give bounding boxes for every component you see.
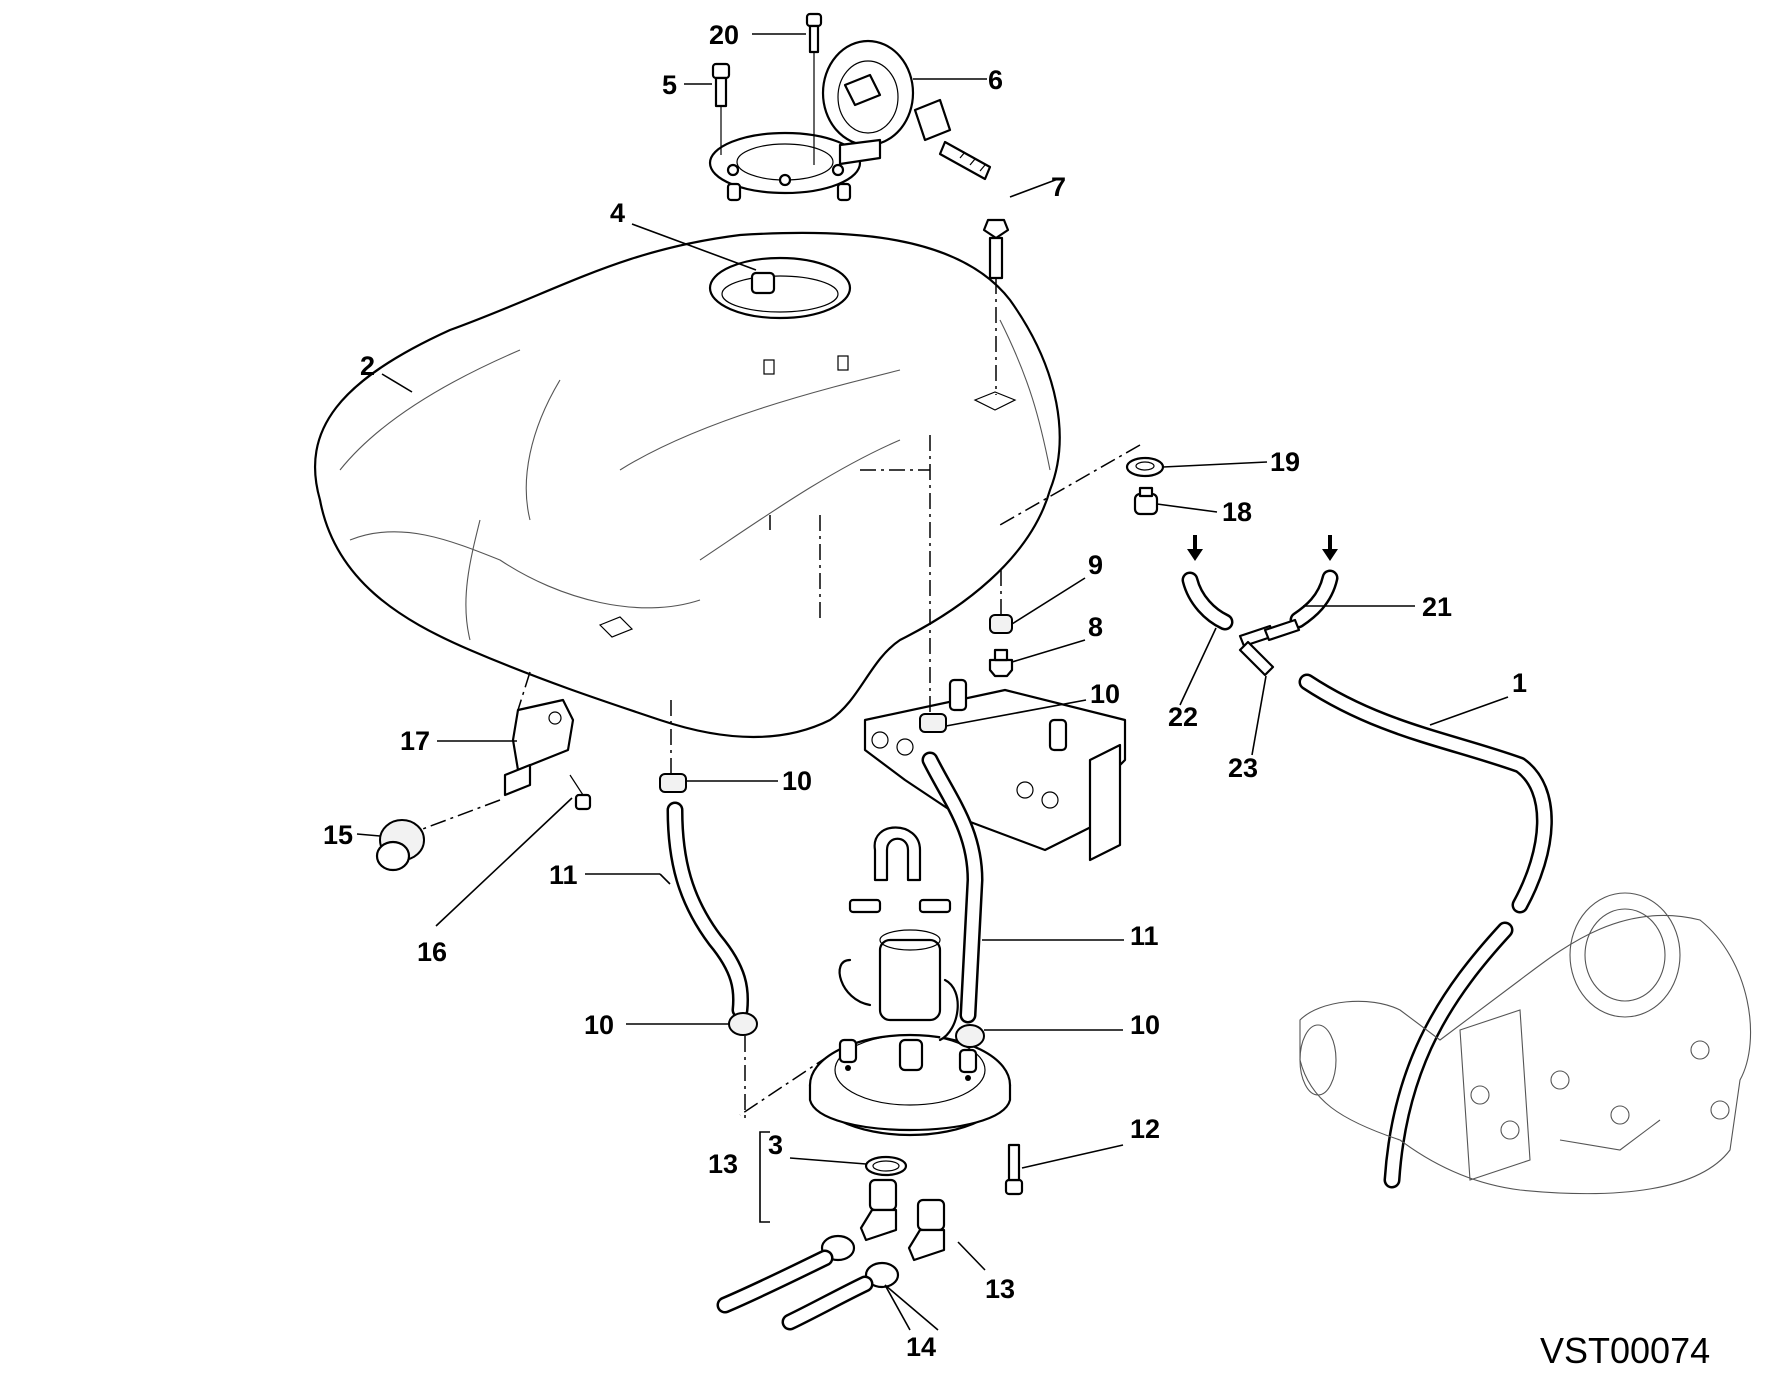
callout-10: 10 (584, 1010, 614, 1040)
hose-clamp-14 (820, 1234, 900, 1289)
callouts: 20 5 6 7 4 2 19 18 9 21 8 10 22 23 1 17 … (323, 20, 1710, 1371)
washer-19 (1125, 456, 1165, 478)
callout-10: 10 (1090, 679, 1120, 709)
callout-6: 6 (988, 65, 1003, 95)
fuel-cap-assembly (708, 39, 992, 202)
callout-7: 7 (1051, 172, 1066, 202)
callout-2: 2 (360, 351, 375, 381)
arrow-down-icon (1322, 535, 1338, 561)
collar-8 (988, 648, 1014, 678)
callout-18: 18 (1222, 497, 1252, 527)
breather-hose-1 (1298, 673, 1553, 1189)
callout-4: 4 (610, 198, 625, 228)
leader-lines (356, 33, 1509, 1331)
fuel-hose-11-left (666, 801, 750, 1019)
engine-cover (1299, 892, 1751, 1195)
callout-15: 15 (323, 820, 353, 850)
callout-10: 10 (1130, 1010, 1160, 1040)
screw-12 (1004, 1143, 1024, 1196)
callout-23: 23 (1228, 753, 1258, 783)
mount-bracket-17 (419, 671, 575, 831)
callout-20: 20 (709, 20, 739, 50)
callout-3: 3 (768, 1130, 783, 1160)
callout-11: 11 (549, 860, 578, 890)
callout-11: 11 (1130, 921, 1159, 951)
fuel-hose-11-right (921, 751, 984, 1024)
elbow-fitting-13-left (859, 1178, 898, 1242)
callout-10: 10 (782, 766, 812, 796)
fuel-pump-assembly (808, 826, 1012, 1137)
callout-12: 12 (1130, 1114, 1160, 1144)
callout-13: 13 (985, 1274, 1015, 1304)
grommet-10-b (919, 713, 947, 733)
callout-22: 22 (1168, 702, 1198, 732)
vent-hose-21 (1289, 569, 1339, 629)
arrow-down-icon (1187, 535, 1203, 561)
callout-14: 14 (906, 1332, 936, 1362)
grommet-10-a (659, 773, 687, 793)
callout-8: 8 (1088, 612, 1103, 642)
rubber-bushing-15 (375, 819, 425, 872)
vent-hose-22 (1181, 571, 1234, 631)
grommet-10-d (955, 1024, 985, 1048)
fuel-line-hoses (716, 1249, 874, 1331)
plug-18 (1133, 486, 1159, 516)
tee-connector-23 (1238, 618, 1301, 677)
callout-17: 17 (400, 726, 430, 756)
fuel-tank (313, 231, 1061, 738)
bolt-16 (569, 774, 592, 811)
callout-21: 21 (1422, 592, 1452, 622)
callout-16: 16 (417, 937, 447, 967)
o-ring-3 (864, 1155, 908, 1177)
callout-5: 5 (662, 70, 677, 100)
screw-7 (982, 218, 1010, 395)
callout-13: 13 (708, 1149, 738, 1179)
diagram-code: VST00074 (1540, 1330, 1710, 1371)
callout-9: 9 (1088, 550, 1103, 580)
callout-19: 19 (1270, 447, 1300, 477)
screw-5 (711, 62, 731, 155)
elbow-fitting-13-right (907, 1198, 946, 1262)
screw-20 (805, 12, 823, 165)
grommet-9 (989, 570, 1013, 634)
callout-1: 1 (1512, 668, 1527, 698)
grommet-10-c (728, 1012, 758, 1036)
bracket-13 (759, 1131, 770, 1223)
